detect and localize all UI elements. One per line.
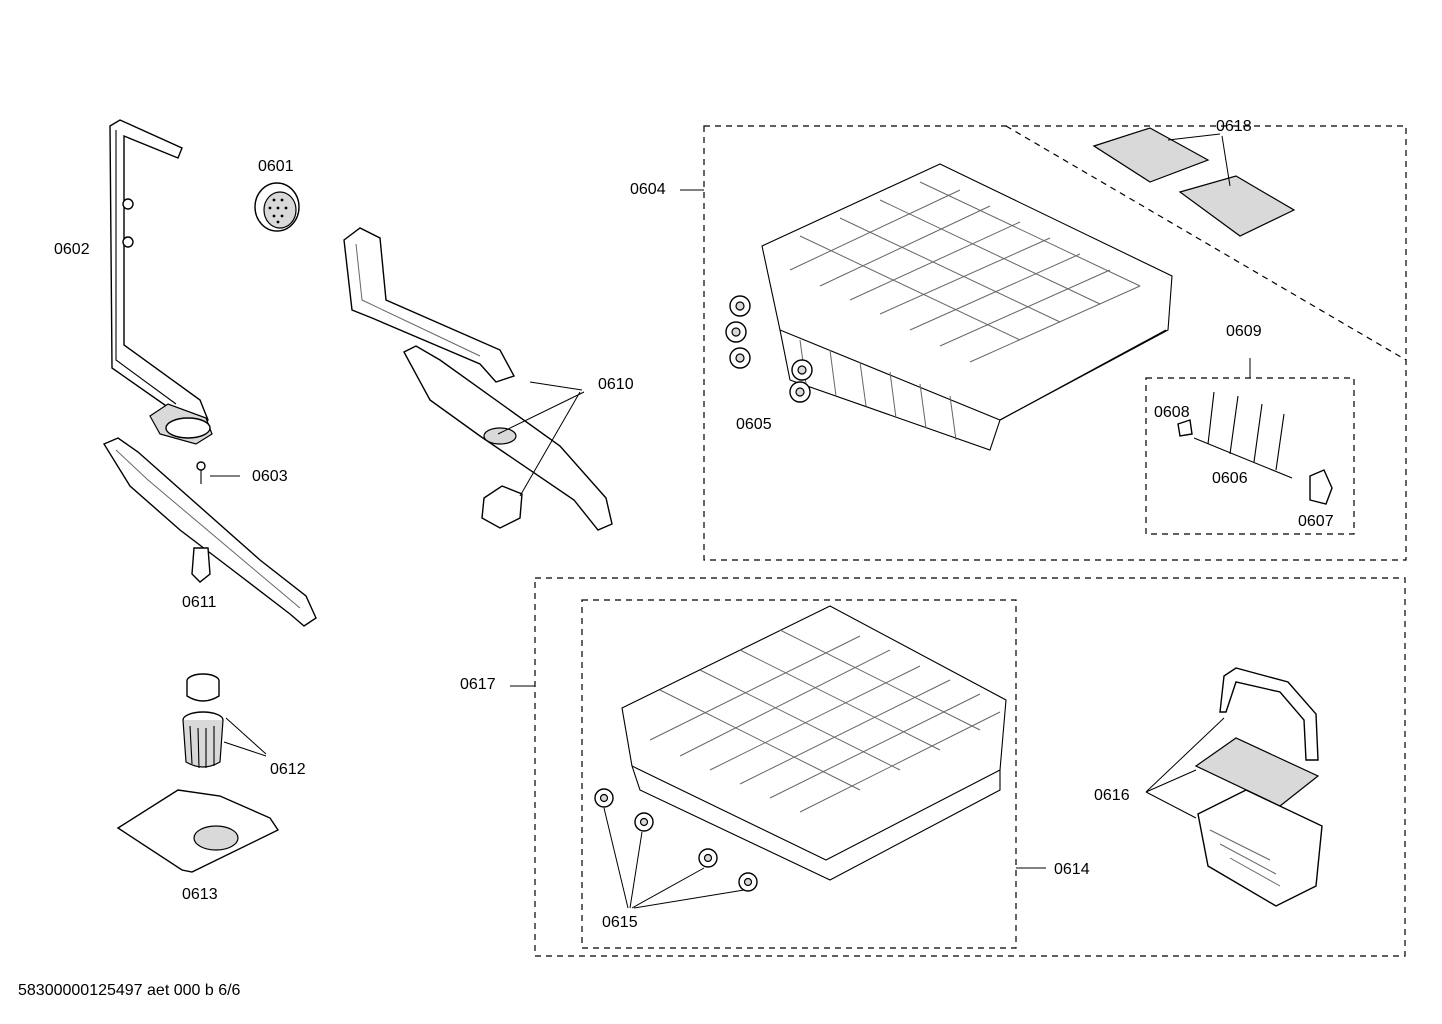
part-0601-spray-cap xyxy=(254,182,300,232)
part-0612-filter xyxy=(182,673,267,769)
label-0612: 0612 xyxy=(270,761,306,778)
part-0616-cutlery-basket xyxy=(1145,667,1323,907)
document-footer-code: 58300000125497 aet 000 b 6/6 xyxy=(18,982,241,999)
label-0617: 0617 xyxy=(460,676,496,693)
part-0603-screw xyxy=(196,461,240,484)
label-0605: 0605 xyxy=(736,416,772,433)
label-0610: 0610 xyxy=(598,376,634,393)
label-0609: 0609 xyxy=(1226,323,1262,340)
label-0614: 0614 xyxy=(1054,861,1090,878)
label-0611: 0611 xyxy=(182,594,217,611)
label-0601: 0601 xyxy=(258,158,294,175)
label-0607: 0607 xyxy=(1298,513,1334,530)
part-0613-filter-plate xyxy=(116,789,280,873)
part-0604-upper-basket xyxy=(680,125,1407,561)
part-0617-lower-basket xyxy=(510,577,1406,957)
label-0616: 0616 xyxy=(1094,787,1130,804)
label-0613: 0613 xyxy=(182,886,218,903)
label-0602: 0602 xyxy=(54,241,90,258)
label-0618: 0618 xyxy=(1216,118,1252,135)
part-0611-lower-spray-arm xyxy=(102,437,317,627)
label-0604: 0604 xyxy=(630,181,666,198)
label-0603: 0603 xyxy=(252,468,288,485)
label-0615: 0615 xyxy=(602,914,638,931)
label-0608: 0608 xyxy=(1154,404,1190,421)
label-0606: 0606 xyxy=(1212,470,1248,487)
part-0610-upper-spray-arm xyxy=(343,227,613,531)
part-0602-spray-pipe xyxy=(109,119,213,445)
